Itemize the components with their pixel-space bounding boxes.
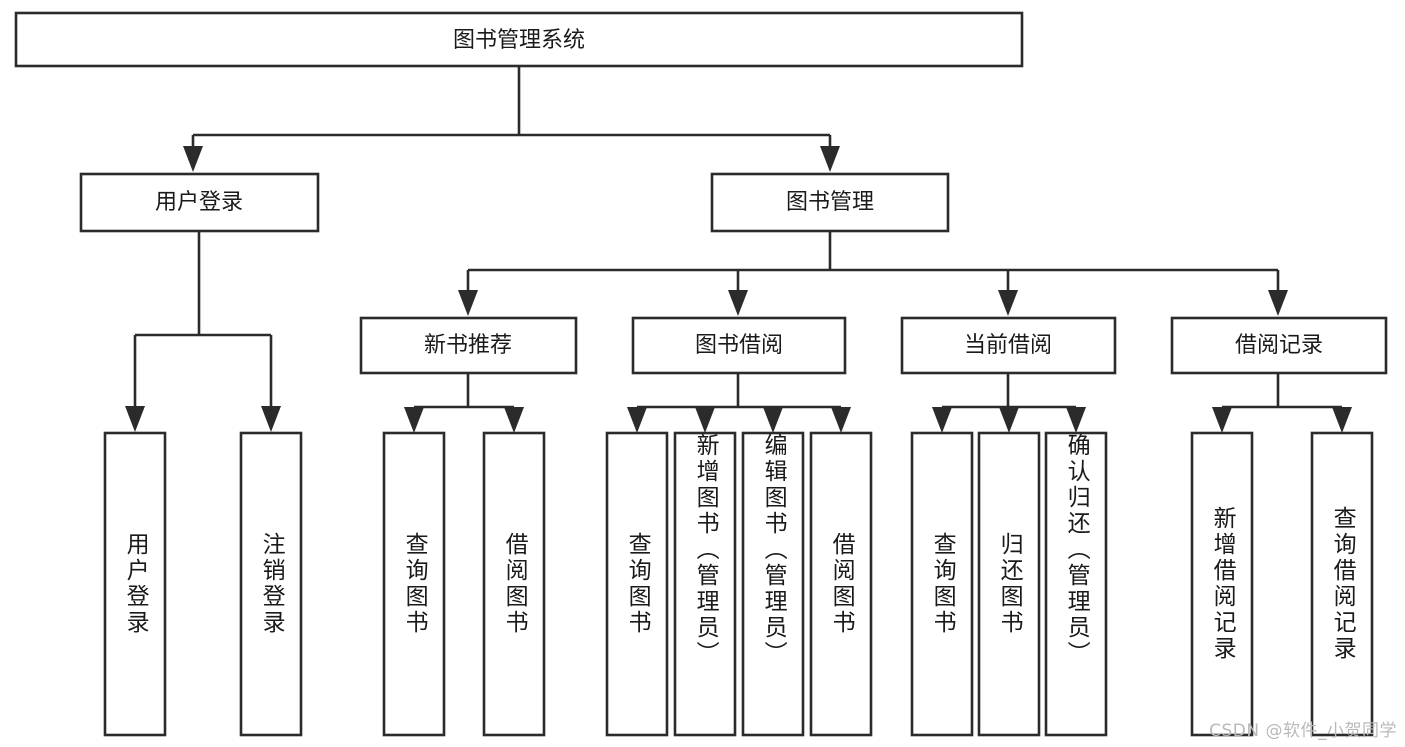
leaf-label-borrow-record-0: 新增借阅记录 <box>1209 506 1236 662</box>
leaf-box-book-borrow-2[interactable] <box>741 431 805 737</box>
leaf-label-book-borrow-3-wrap: 借阅图书 <box>811 433 871 735</box>
leaf-label-book-borrow-3: 借阅图书 <box>828 532 855 636</box>
leaf-label-current-borrow-1-wrap: 归还图书 <box>979 433 1039 735</box>
leaf-label-new-book-1-wrap: 借阅图书 <box>484 433 544 735</box>
node-user-login-label: 用户登录 <box>155 190 243 215</box>
arrowhead-borrowrecord-leaf2 <box>1332 407 1352 433</box>
node-book-manage-box[interactable] <box>710 172 950 233</box>
arrowhead-userlogin-leaf2 <box>261 406 281 432</box>
arrowhead-new-book <box>458 290 478 316</box>
node-new-book-box[interactable] <box>359 316 578 375</box>
node-user-login-box[interactable] <box>79 172 320 233</box>
node-book-manage-label: 图书管理 <box>786 190 874 215</box>
arrowhead-currentborrow-leaf2 <box>999 407 1019 433</box>
leaf-label-user-login-0: 用户登录 <box>122 532 149 636</box>
arrowhead-book-borrow <box>728 290 748 316</box>
leaf-label-user-login-1-wrap: 注销登录 <box>241 433 301 735</box>
node-borrow-record-box[interactable] <box>1170 316 1388 375</box>
arrowhead-bookborrow-leaf4 <box>831 407 851 433</box>
node-borrow-record-label: 借阅记录 <box>1235 333 1323 358</box>
arrowhead-bookborrow-leaf1 <box>627 407 647 433</box>
leaf-label-current-borrow-0-wrap: 查询图书 <box>912 433 972 735</box>
arrowhead-bookborrow-leaf3 <box>763 407 783 433</box>
leaf-box-borrow-record-0[interactable] <box>1190 431 1254 737</box>
node-book-borrow-box[interactable] <box>631 316 847 375</box>
leaf-label-current-borrow-1: 归还图书 <box>996 532 1023 636</box>
edge-group <box>125 66 1352 433</box>
leaf-box-current-borrow-1[interactable] <box>977 431 1041 737</box>
leaf-label-borrow-record-0-wrap: 新增借阅记录 <box>1192 433 1252 735</box>
leaf-box-book-borrow-1[interactable] <box>673 431 737 737</box>
node-root-box[interactable] <box>14 11 1024 68</box>
leaf-label-current-borrow-0: 查询图书 <box>929 532 956 636</box>
arrowhead-newbook-leaf1 <box>404 407 424 433</box>
node-group-horizontal: 图书管理系统 用户登录 图书管理 新书推荐 图书借阅 当前借阅 借阅记录 <box>14 11 1388 737</box>
leaf-label-user-login-1: 注销登录 <box>258 532 285 636</box>
leaf-box-user-login-1[interactable] <box>239 431 303 737</box>
node-new-book-label: 新书推荐 <box>424 333 512 358</box>
leaf-label-book-borrow-2-wrap: 编辑图书（管理员） <box>743 433 803 735</box>
leaf-label-book-borrow-0: 查询图书 <box>624 532 651 636</box>
arrowhead-book-manage <box>820 146 840 172</box>
leaf-label-book-borrow-1-wrap: 新增图书（管理员） <box>675 433 735 735</box>
leaf-label-current-borrow-2: 确认归还（管理员） <box>1063 433 1090 667</box>
arrowhead-borrowrecord-leaf1 <box>1212 407 1232 433</box>
arrowhead-currentborrow-leaf3 <box>1066 407 1086 433</box>
leaf-label-borrow-record-1: 查询借阅记录 <box>1329 506 1356 662</box>
leaf-box-book-borrow-3[interactable] <box>809 431 873 737</box>
leaf-box-borrow-record-1[interactable] <box>1310 431 1374 737</box>
arrowhead-newbook-leaf2 <box>504 407 524 433</box>
leaf-box-current-borrow-2[interactable] <box>1044 431 1108 737</box>
leaf-box-new-book-1[interactable] <box>482 431 546 737</box>
arrowhead-currentborrow-leaf1 <box>932 407 952 433</box>
leaf-label-new-book-1: 借阅图书 <box>501 532 528 636</box>
node-book-borrow-label: 图书借阅 <box>695 333 783 358</box>
node-current-borrow-box[interactable] <box>900 316 1117 375</box>
leaf-label-user-login-0-wrap: 用户登录 <box>105 433 165 735</box>
leaf-box-current-borrow-0[interactable] <box>910 431 974 737</box>
leaf-label-new-book-0: 查询图书 <box>401 532 428 636</box>
arrowhead-bookborrow-leaf2 <box>695 407 715 433</box>
leaf-box-user-login-0[interactable] <box>103 431 167 737</box>
arrowhead-borrow-record <box>1268 290 1288 316</box>
leaf-label-new-book-0-wrap: 查询图书 <box>384 433 444 735</box>
arrowhead-userlogin-leaf1 <box>125 406 145 432</box>
node-current-borrow-label: 当前借阅 <box>964 333 1052 358</box>
arrowhead-current-borrow <box>998 290 1018 316</box>
leaf-label-book-borrow-0-wrap: 查询图书 <box>607 433 667 735</box>
leaf-box-new-book-0[interactable] <box>382 431 446 737</box>
leaf-box-book-borrow-0[interactable] <box>605 431 669 737</box>
leaf-label-book-borrow-2: 编辑图书（管理员） <box>760 433 787 667</box>
leaf-label-book-borrow-1: 新增图书（管理员） <box>692 433 719 667</box>
node-root-label: 图书管理系统 <box>453 28 585 53</box>
leaf-label-borrow-record-1-wrap: 查询借阅记录 <box>1312 433 1372 735</box>
leaf-label-current-borrow-2-wrap: 确认归还（管理员） <box>1046 433 1106 735</box>
arrowhead-user-login <box>183 146 203 172</box>
